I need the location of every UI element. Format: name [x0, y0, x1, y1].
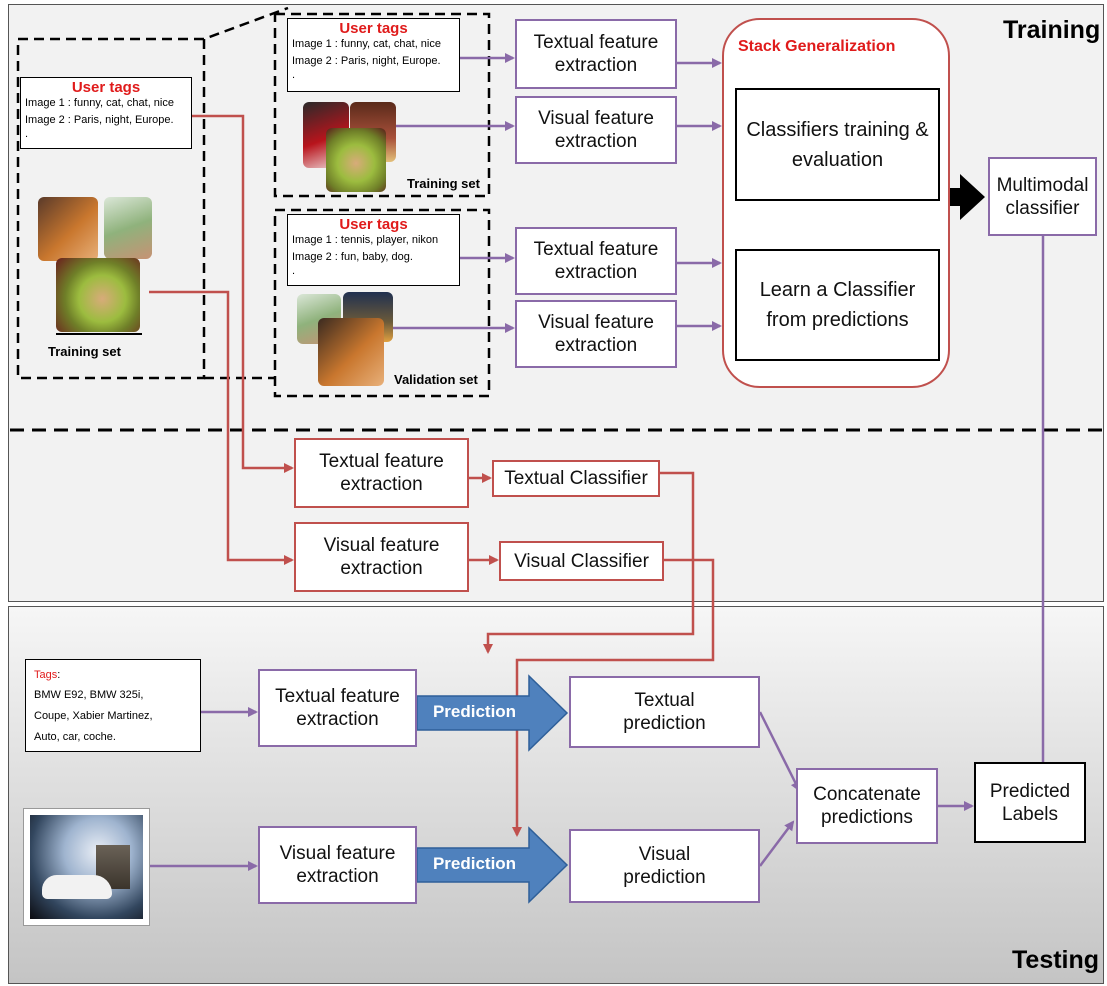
test-tag-line: BMW E92, BMW 325i, [34, 689, 144, 701]
inner-training-frame [273, 12, 491, 198]
dog-image [38, 197, 98, 261]
tags-title: User tags [71, 79, 141, 96]
tag-line: Image 1 : funny, cat, chat, nice [25, 97, 174, 109]
learn-classifier-box: Learn a Classifier from predictions [735, 249, 940, 361]
predicted-labels-box: Predicted Labels [974, 762, 1086, 843]
test-visual-feature-extraction-box: Visual feature extraction [258, 826, 417, 904]
validation-label: Validation set [394, 372, 478, 387]
prediction-label-top: Prediction [432, 702, 517, 721]
outer-training-label: Training set [48, 344, 121, 359]
training-title: Training [1003, 16, 1101, 44]
tag-line: Image 2 : Paris, night, Europe. [292, 55, 441, 67]
classifiers-training-box: Classifiers training & evaluation [735, 88, 940, 201]
stack-generalization-title: Stack Generalization [738, 38, 896, 55]
tag-line: Image 2 : fun, baby, dog. [292, 251, 413, 263]
textual-feature-extraction-box: Textual feature extraction [515, 227, 677, 295]
test-tags-title: Tags [34, 669, 58, 681]
inner-training-tags: User tags Image 1 : funny, cat, chat, ni… [287, 18, 460, 92]
tags-title: User tags [339, 216, 408, 233]
textual-feature-extraction-box: Textual feature extraction [515, 19, 677, 89]
tag-line: . [292, 69, 296, 81]
test-textual-feature-extraction-box: Textual feature extraction [258, 669, 417, 747]
validation-tags: User tags Image 1 : tennis, player, niko… [287, 214, 460, 286]
test-tags-box: Tags: BMW E92, BMW 325i, Coupe, Xabier M… [25, 659, 201, 752]
outer-training-frame [16, 6, 289, 380]
visual-feature-extraction-box: Visual feature extraction [294, 522, 469, 592]
textual-feature-extraction-box: Textual feature extraction [294, 438, 469, 508]
outer-training-tags: User tags Image 1 : funny, cat, chat, ni… [20, 77, 192, 149]
tag-line: Image 1 : tennis, player, nikon [292, 234, 439, 246]
tag-line: Image 1 : funny, cat, chat, nice [292, 38, 441, 50]
tag-line: . [25, 128, 29, 140]
dog-image [318, 318, 384, 386]
visual-feature-extraction-box: Visual feature extraction [515, 96, 677, 164]
visual-prediction-box: Visual prediction [569, 829, 760, 903]
validation-frame [273, 208, 491, 398]
textual-classifier-box: Textual Classifier [492, 460, 660, 497]
inner-training-label: Training set [407, 176, 480, 191]
prediction-label-bottom: Prediction [432, 854, 517, 873]
test-tag-line: Auto, car, coche. [34, 731, 116, 743]
cat-image [326, 128, 386, 192]
tag-line: . [292, 265, 296, 277]
tags-title: User tags [339, 20, 408, 37]
prediction-arrow-top [416, 674, 569, 752]
concatenate-predictions-box: Concatenate predictions [796, 768, 938, 844]
testing-title: Testing [1012, 946, 1100, 974]
multimodal-classifier-box: Multimodal classifier [988, 157, 1097, 236]
textual-prediction-box: Textual prediction [569, 676, 760, 748]
visual-classifier-box: Visual Classifier [499, 541, 664, 581]
test-car-image [23, 808, 150, 926]
test-tags-colon: : [57, 669, 61, 681]
prediction-arrow-bottom [416, 826, 569, 904]
test-tag-line: Coupe, Xabier Martinez, [34, 710, 153, 722]
tennis-player-image [104, 197, 152, 259]
cat-image [56, 258, 140, 332]
visual-feature-extraction-box: Visual feature extraction [515, 300, 677, 368]
right-block-arrow [950, 174, 985, 220]
underline [56, 333, 142, 335]
tag-line: Image 2 : Paris, night, Europe. [25, 114, 174, 126]
